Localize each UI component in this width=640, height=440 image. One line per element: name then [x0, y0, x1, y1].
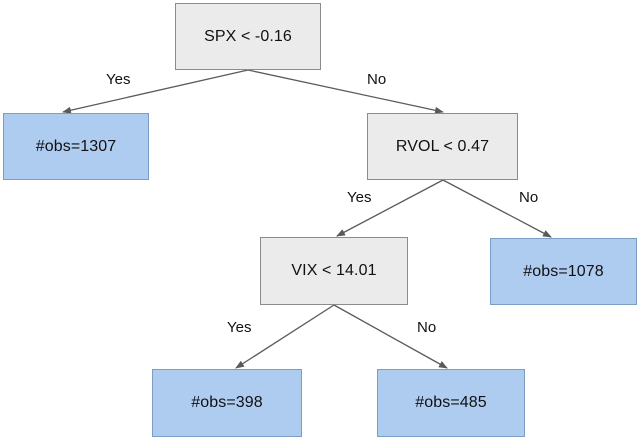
edge-label-vix-yes: Yes	[227, 319, 252, 336]
node-label: SPX < -0.16	[204, 27, 292, 45]
edge-lines	[62, 69, 552, 369]
edge-label-rvol-yes: Yes	[347, 189, 372, 206]
edge-rvol-no	[442, 179, 552, 238]
node-label: #obs=485	[415, 394, 487, 411]
node-label: #obs=398	[191, 394, 263, 411]
leaf-node-leaf4[interactable]: #obs=485	[377, 369, 525, 437]
leaf-node-leaf1[interactable]: #obs=1307	[3, 113, 149, 180]
edge-vix-no	[333, 304, 448, 369]
decision-node-rvol[interactable]: RVOL < 0.47	[367, 113, 518, 180]
node-label: #obs=1078	[523, 262, 604, 280]
edge-label-vix-no: No	[417, 319, 437, 336]
edge-root-no	[247, 69, 444, 114]
edge-root-yes	[62, 69, 249, 114]
edge-label-rvol-no: No	[519, 189, 539, 206]
node-label: RVOL < 0.47	[395, 137, 490, 155]
leaf-node-leaf3[interactable]: #obs=398	[152, 369, 302, 437]
node-label: VIX < 14.01	[291, 262, 377, 279]
node-label: #obs=1307	[35, 137, 117, 155]
edge-vix-yes	[235, 304, 335, 369]
leaf-node-leaf2[interactable]: #obs=1078	[490, 238, 637, 305]
edge-label-root-yes: Yes	[106, 71, 131, 88]
decision-node-vix[interactable]: VIX < 14.01	[260, 237, 408, 305]
edge-rvol-yes	[336, 179, 444, 237]
edge-label-root-no: No	[367, 71, 387, 88]
decision-node-root[interactable]: SPX < -0.16	[175, 3, 321, 70]
